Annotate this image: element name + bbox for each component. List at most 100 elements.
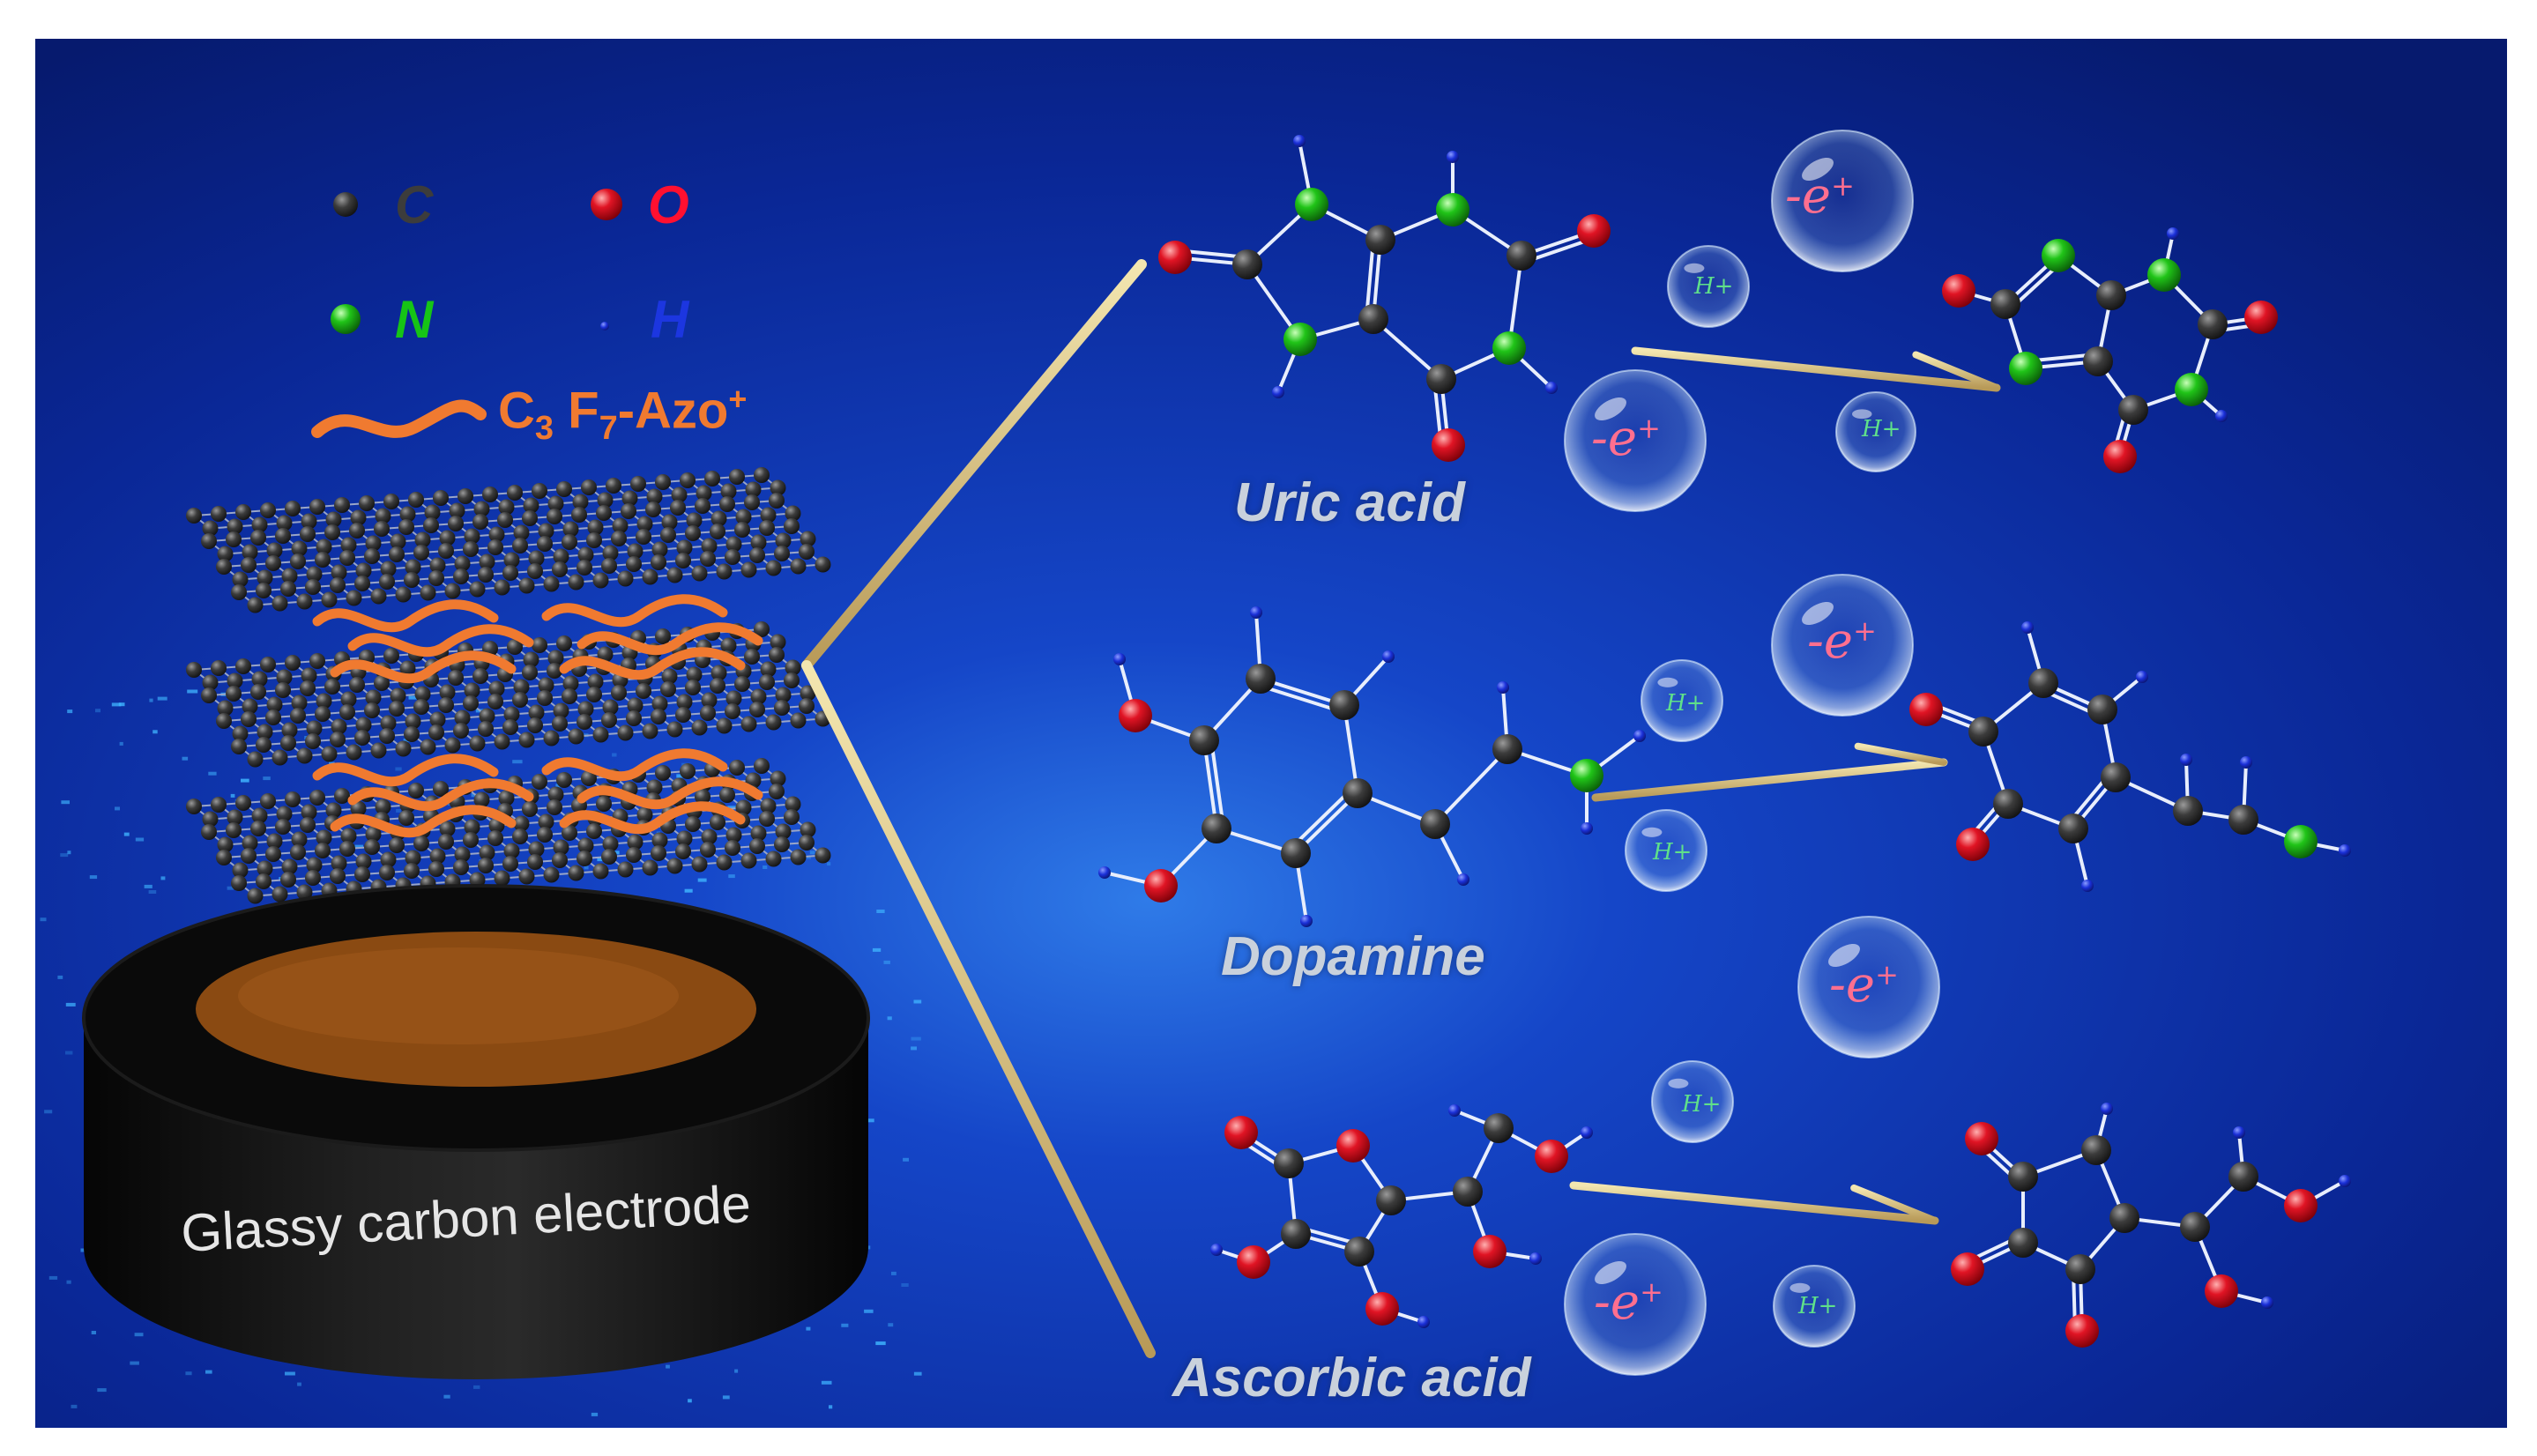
atom-H (1272, 386, 1284, 398)
tech-dot (71, 1404, 78, 1408)
graphene-atom (735, 509, 752, 525)
tech-dot (612, 851, 620, 855)
tech-dot (612, 753, 617, 757)
atom-C (2173, 796, 2203, 826)
graphene-atom (414, 686, 431, 702)
atom-C (1329, 690, 1359, 720)
graphene-atom (769, 647, 785, 663)
tech-dot (763, 865, 768, 869)
graphene-atom (543, 866, 560, 883)
electron-bubble-label-4: -e+ (1829, 956, 1899, 1014)
tech-dot (185, 1371, 192, 1376)
glassy-carbon-electrode (82, 884, 870, 1379)
graphene-atom (538, 813, 554, 830)
atom-O (2244, 301, 2278, 334)
proton-bubble-label-6: H+ (1798, 1293, 1838, 1319)
graphene-atom (592, 863, 609, 880)
graphene-atom (339, 841, 355, 857)
graphene-atom (716, 563, 733, 580)
graphene-atom (235, 795, 251, 811)
graphene-atom (285, 501, 301, 516)
graphene-atom (621, 490, 638, 507)
graphene-atom (651, 832, 668, 849)
graphene-atom (729, 469, 745, 485)
graphene-atom (315, 843, 331, 858)
graphene-atom (334, 497, 350, 513)
graphene-atom (226, 531, 242, 547)
graphene-atom (241, 557, 257, 573)
graphene-atom (438, 543, 454, 559)
graphene-atom (355, 562, 372, 579)
polymer-strand (312, 599, 499, 633)
graphene-atom (226, 822, 242, 838)
graphene-atom (301, 513, 317, 530)
graphene-atom (749, 838, 765, 854)
graphene-atom (291, 695, 308, 711)
graphene-atom (532, 774, 547, 790)
graphene-atom (676, 539, 693, 556)
tech-dot (227, 886, 234, 890)
tech-dot (891, 1271, 897, 1275)
tech-dot (148, 890, 157, 894)
tech-dot (95, 709, 100, 713)
graphene-atom (290, 553, 306, 569)
atom-H (2339, 844, 2351, 857)
tech-dot (443, 1394, 450, 1399)
tech-dot (722, 1395, 730, 1400)
graphene-atom (527, 717, 543, 733)
graphene-atom (686, 512, 703, 529)
graphene-atom (528, 550, 545, 567)
graphene-atom (507, 485, 523, 501)
graphene-atom (217, 836, 234, 853)
graphene-atom (309, 790, 325, 806)
graphene-atom (380, 561, 397, 577)
graphene-atom (324, 524, 340, 540)
graphene-atom (523, 497, 539, 514)
graphene-atom (290, 708, 306, 724)
graphene-atom (800, 821, 816, 838)
graphene-atom (346, 590, 362, 606)
dopamine-quinone-molecule (1909, 621, 2351, 892)
polymer-strand (541, 748, 728, 782)
graphene-atom (413, 545, 429, 561)
graphene-atom (769, 784, 785, 799)
graphene-atom (306, 720, 323, 737)
graphene-atom (482, 487, 498, 502)
graphene-atom (216, 850, 232, 865)
tech-dot (597, 858, 604, 862)
graphene-atom (651, 554, 666, 570)
atom-H (1293, 135, 1306, 147)
graphene-atom (621, 503, 636, 519)
atom-O (1365, 1292, 1399, 1326)
proton-bubble-6 (1773, 1265, 1856, 1348)
graphene-atom (734, 676, 750, 692)
uric-acid-molecule (1158, 135, 1611, 462)
graphene-atom (256, 873, 272, 889)
graphene-atom (364, 702, 380, 718)
tech-dot (153, 730, 158, 734)
graphene-atom (522, 801, 538, 817)
graphene-atom (448, 670, 464, 686)
graphene-atom (325, 511, 342, 528)
graphene-atom (537, 827, 553, 843)
graphene-atom (256, 583, 272, 598)
reaction-arrows (1569, 346, 2001, 1225)
graphene-atom (785, 659, 801, 676)
graphene-atom (547, 509, 562, 524)
graphene-atom (581, 770, 597, 786)
electron-bubble-label-2: -e+ (1591, 410, 1661, 467)
atom-H (2240, 756, 2252, 769)
polymer-strand (559, 801, 746, 835)
graphene-atom (586, 687, 602, 702)
atom-O (1158, 241, 1192, 274)
atom-C (2087, 695, 2117, 724)
graphene-atom (513, 524, 530, 541)
graphene-atom (642, 723, 658, 739)
graphene-atom (464, 528, 480, 545)
tech-dot (684, 888, 693, 893)
atom-H (2215, 410, 2228, 422)
graphene-atom (413, 699, 429, 715)
atom-C (2058, 813, 2088, 843)
graphene-atom (528, 841, 545, 858)
atom-C (2101, 762, 2131, 792)
